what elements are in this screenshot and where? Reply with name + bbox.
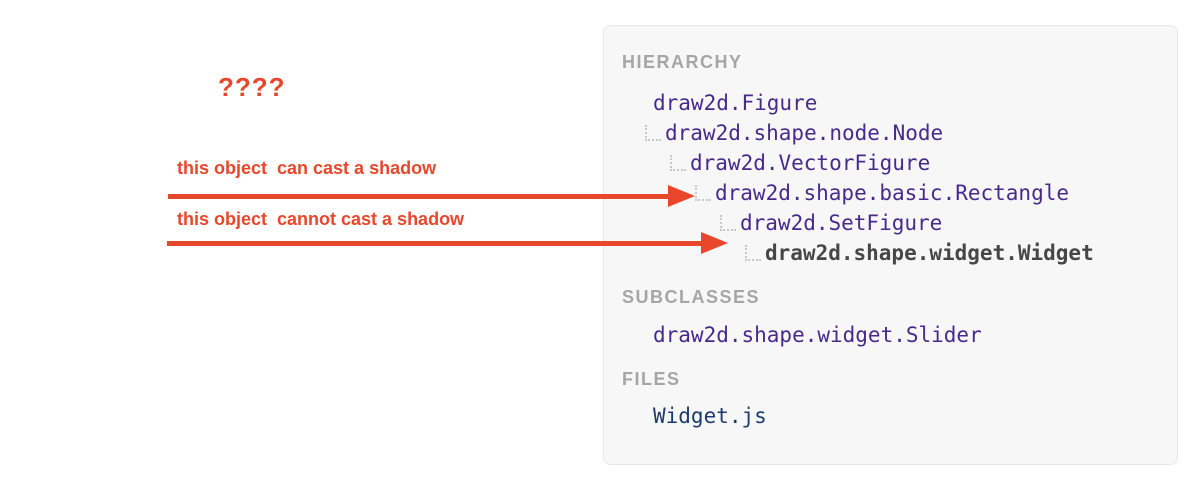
hierarchy-item: draw2d.shape.node.Node bbox=[604, 118, 1177, 148]
hierarchy-item: draw2d.SetFigure bbox=[604, 208, 1177, 238]
subclass-link[interactable]: draw2d.shape.widget.Slider bbox=[653, 323, 982, 347]
tree-branch-icon bbox=[695, 185, 711, 201]
note-cannot-cast-shadow: this object cannot cast a shadow bbox=[177, 209, 465, 229]
hierarchy-class-link[interactable]: draw2d.VectorFigure bbox=[690, 151, 931, 175]
arrow-shaft bbox=[168, 194, 668, 199]
hierarchy-item: draw2d.shape.widget.Widget bbox=[604, 238, 1177, 268]
hierarchy-class-link[interactable]: draw2d.shape.node.Node bbox=[665, 121, 944, 145]
arrow-can-cast-icon bbox=[168, 185, 698, 207]
arrow-head-icon bbox=[668, 185, 695, 207]
tree-branch-icon bbox=[670, 155, 686, 171]
arrow-head-icon bbox=[701, 232, 728, 254]
hierarchy-class-link[interactable]: draw2d.SetFigure bbox=[740, 211, 943, 235]
arrow-cannot-cast-icon bbox=[167, 232, 732, 254]
files-section-label: FILES bbox=[622, 369, 681, 389]
file-row: Widget.js bbox=[653, 401, 1177, 431]
hierarchy-item: draw2d.shape.basic.Rectangle bbox=[604, 178, 1177, 208]
arrow-shaft bbox=[167, 241, 701, 246]
subclasses-section-label: SUBCLASSES bbox=[622, 287, 761, 307]
hierarchy-section-label: HIERARCHY bbox=[622, 52, 743, 72]
subclass-row: draw2d.shape.widget.Slider bbox=[653, 320, 1177, 350]
tree-branch-icon bbox=[720, 215, 736, 231]
hierarchy-current-class: draw2d.shape.widget.Widget bbox=[765, 241, 1094, 265]
question-annotation: ???? bbox=[218, 72, 286, 102]
hierarchy-item: draw2d.VectorFigure bbox=[604, 148, 1177, 178]
hierarchy-tree: draw2d.Figure draw2d.shape.node.Node dra… bbox=[604, 88, 1177, 268]
hierarchy-class-link[interactable]: draw2d.Figure bbox=[653, 91, 818, 115]
hierarchy-item: draw2d.Figure bbox=[604, 88, 1177, 118]
tree-branch-icon bbox=[645, 125, 661, 141]
note-can-cast-shadow: this object can cast a shadow bbox=[177, 158, 437, 178]
hierarchy-class-link[interactable]: draw2d.shape.basic.Rectangle bbox=[715, 181, 1070, 205]
file-link[interactable]: Widget.js bbox=[653, 404, 767, 428]
tree-branch-icon bbox=[745, 245, 761, 261]
